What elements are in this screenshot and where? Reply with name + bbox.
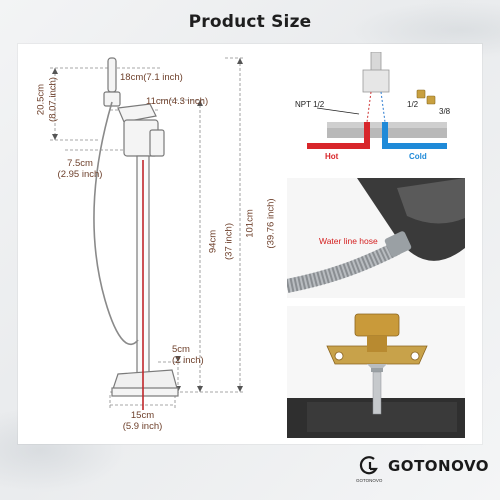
page-title: Product Size xyxy=(188,12,312,32)
handle-offset-in-label: (2.95 inch) xyxy=(57,169,103,180)
brand-block: GOTONOVO xyxy=(358,454,489,478)
handshower-icon xyxy=(107,57,117,93)
cold-label: Cold xyxy=(409,152,427,161)
water-line-hose-label: Water line hose xyxy=(319,236,378,246)
base-width-cm-label: 15cm xyxy=(130,410,155,421)
hot-pipe-icon xyxy=(307,122,370,149)
brand-logo-text: GOTONOVO xyxy=(356,478,383,483)
body-height-cm-label: 94cm xyxy=(207,229,219,254)
handle-icon xyxy=(149,129,165,157)
cold-pipe-icon xyxy=(382,122,447,149)
hose-icon xyxy=(93,101,139,345)
fitting-three-eighths-icon xyxy=(426,95,436,105)
handle-offset-cm-label: 7.5cm xyxy=(67,158,93,169)
base-height-cm-label: 5cm xyxy=(172,344,190,355)
hot-label: Hot xyxy=(325,152,339,161)
handle-height-cm-label: 20.5cm xyxy=(35,83,47,116)
gotonovo-logo-icon xyxy=(359,456,378,475)
base-height-in-label: (2 inch) xyxy=(172,355,204,366)
brass-fitting-image xyxy=(287,306,465,438)
hose-photo-image xyxy=(287,178,465,298)
fitting-half-label: 1/2 xyxy=(407,100,419,109)
handle-height-in-label: (8.07 inch) xyxy=(47,77,59,122)
handshower-length-label: 18cm(7.1 inch) xyxy=(120,72,183,83)
fitting-photo-panel xyxy=(287,306,465,438)
fitting-three-eighths-label: 3/8 xyxy=(439,107,451,116)
body-height-in-label: (37 inch) xyxy=(223,223,235,260)
total-height-in-label: (39.76 inch) xyxy=(265,198,277,249)
total-height-cm-label: 101cm xyxy=(244,209,256,238)
spout-reach-label: 11cm(4.3 inch) xyxy=(146,96,209,107)
install-diagram-panel: NPT 1/2 1/2 3/8 Hot Cold xyxy=(287,52,465,170)
spout-icon xyxy=(117,103,157,123)
fitting-half-icon xyxy=(416,89,426,99)
install-diagram-image xyxy=(307,52,447,149)
hose-photo-panel: Water line hose xyxy=(287,178,465,298)
npt-label: NPT 1/2 xyxy=(295,100,325,109)
brand-name: GOTONOVO xyxy=(388,457,490,475)
base-width-in-label: (5.9 inch) xyxy=(122,421,163,432)
